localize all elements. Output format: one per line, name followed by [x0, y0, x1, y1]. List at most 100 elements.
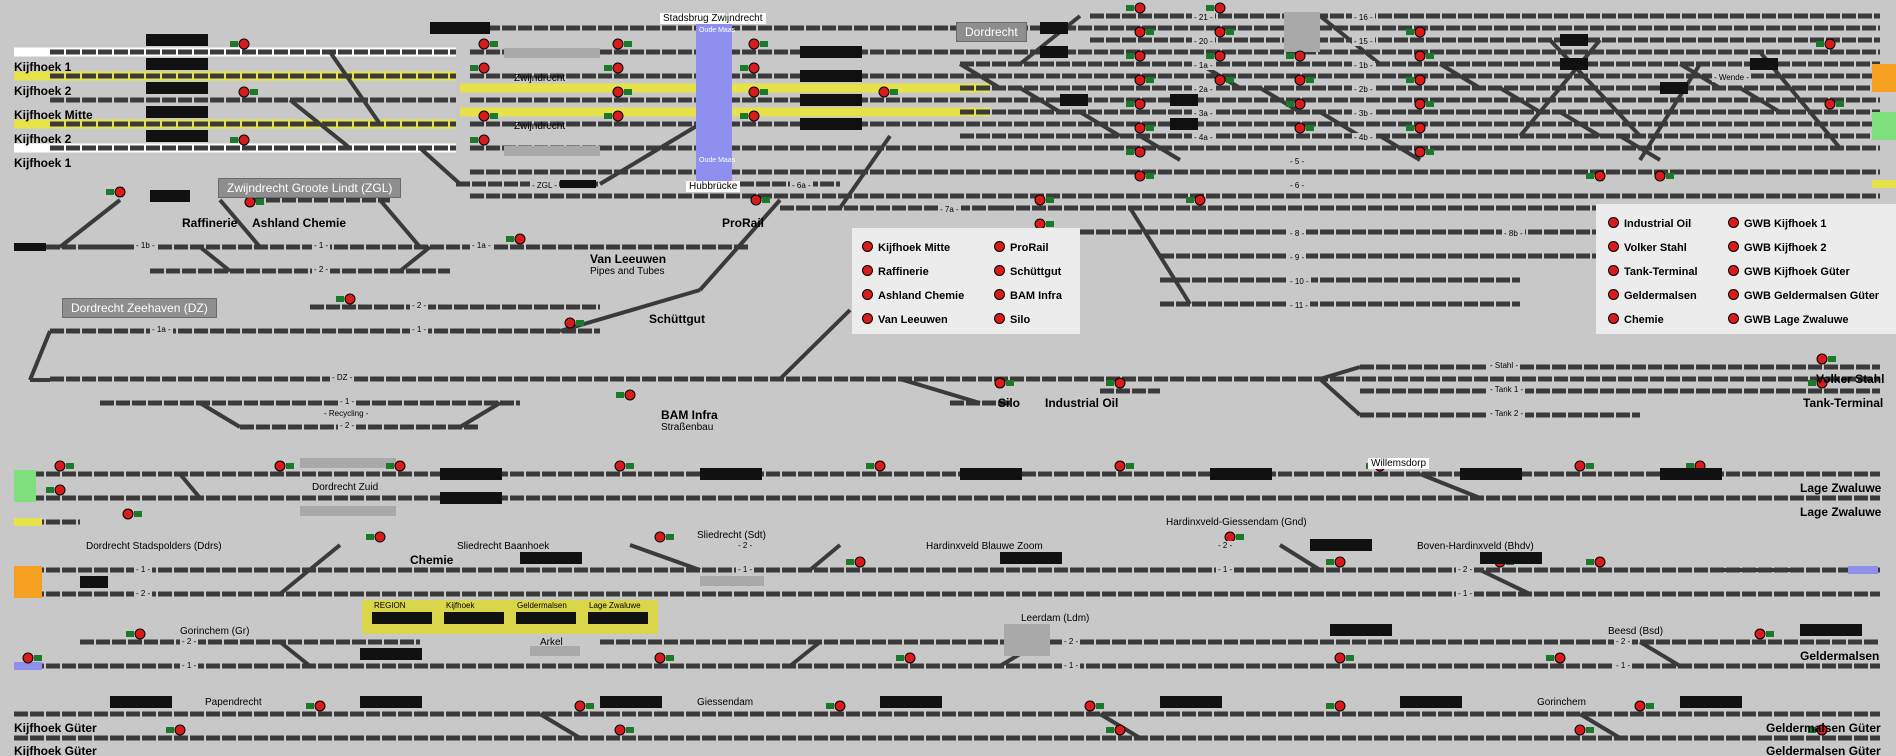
- signal-icon[interactable]: [478, 110, 498, 122]
- signal-icon[interactable]: [866, 460, 886, 472]
- dest-kijfhoek-1[interactable]: Kijfhoek 1: [14, 60, 72, 74]
- signal-icon[interactable]: [1294, 122, 1314, 134]
- signal-icon[interactable]: [1574, 724, 1594, 736]
- signal-icon[interactable]: [654, 531, 674, 543]
- legend-item[interactable]: Tank-Terminal: [1608, 265, 1698, 278]
- dest-chemie[interactable]: Chemie: [410, 553, 454, 567]
- signal-icon[interactable]: [1034, 194, 1054, 206]
- signal-icon[interactable]: [604, 62, 624, 74]
- signal-icon[interactable]: [1106, 724, 1126, 736]
- legend-item[interactable]: Industrial Oil: [1608, 217, 1691, 230]
- legend-item[interactable]: GWB Geldermalsen Güter: [1728, 289, 1879, 302]
- signal-icon[interactable]: [1134, 170, 1154, 182]
- signal-icon[interactable]: [230, 134, 250, 146]
- signal-icon[interactable]: [336, 293, 356, 305]
- signal-icon[interactable]: [994, 377, 1014, 389]
- signal-icon[interactable]: [1114, 460, 1134, 472]
- signal-icon[interactable]: [654, 652, 674, 664]
- signal-icon[interactable]: [740, 62, 760, 74]
- signal-icon[interactable]: [748, 38, 768, 50]
- legend-item[interactable]: Silo: [994, 313, 1030, 326]
- signal-icon[interactable]: [1334, 652, 1354, 664]
- signal-icon[interactable]: [826, 700, 846, 712]
- signal-icon[interactable]: [386, 460, 406, 472]
- signal-icon[interactable]: [366, 531, 386, 543]
- dest-industrial-oil[interactable]: Industrial Oil: [1045, 396, 1119, 410]
- signal-icon[interactable]: [1406, 26, 1426, 38]
- legend-item[interactable]: Van Leeuwen: [862, 313, 948, 326]
- legend-item[interactable]: Ashland Chemie: [862, 289, 964, 302]
- signal-icon[interactable]: [1586, 170, 1606, 182]
- signal-icon[interactable]: [274, 460, 294, 472]
- dest-kijfhoek-1b[interactable]: Kijfhoek 1: [14, 156, 72, 170]
- signal-icon[interactable]: [748, 86, 768, 98]
- signal-icon[interactable]: [470, 134, 490, 146]
- signal-icon[interactable]: [1414, 146, 1434, 158]
- legend-item[interactable]: Volker Stahl: [1608, 241, 1687, 254]
- legend-item[interactable]: Schüttgut: [994, 265, 1061, 278]
- signal-icon[interactable]: [616, 389, 636, 401]
- signal-icon[interactable]: [1214, 74, 1234, 86]
- dest-van-leeuwen[interactable]: Van Leeuwen: [590, 252, 667, 266]
- signal-icon[interactable]: [1546, 652, 1566, 664]
- signal-icon[interactable]: [1134, 26, 1154, 38]
- dest-schuttgut[interactable]: Schüttgut: [649, 312, 705, 326]
- signal-icon[interactable]: [604, 110, 624, 122]
- legend-item[interactable]: BAM Infra: [994, 289, 1062, 302]
- signal-icon[interactable]: [1634, 700, 1654, 712]
- dest-geldermalsen-guter-1[interactable]: Geldermalsen Güter: [1766, 721, 1881, 735]
- signal-icon[interactable]: [1286, 98, 1306, 110]
- legend-item[interactable]: GWB Kijfhoek 2: [1728, 241, 1827, 254]
- signal-icon[interactable]: [126, 628, 146, 640]
- signal-icon[interactable]: [1214, 26, 1234, 38]
- signal-icon[interactable]: [614, 724, 634, 736]
- signal-icon[interactable]: [506, 233, 526, 245]
- dest-kijfhoek-guter-1[interactable]: Kijfhoek Güter: [14, 721, 97, 735]
- signal-icon[interactable]: [1126, 2, 1146, 14]
- dest-bam-infra[interactable]: BAM Infra: [661, 408, 718, 422]
- dest-lage-zwaluwe-2[interactable]: Lage Zwaluwe: [1800, 505, 1882, 519]
- signal-icon[interactable]: [1808, 724, 1828, 736]
- signal-icon[interactable]: [1326, 700, 1346, 712]
- signal-icon[interactable]: [612, 38, 632, 50]
- dest-lage-zwaluwe-1[interactable]: Lage Zwaluwe: [1800, 481, 1882, 495]
- signal-icon[interactable]: [1586, 556, 1606, 568]
- legend-item[interactable]: ProRail: [994, 241, 1049, 254]
- signal-icon[interactable]: [1414, 98, 1434, 110]
- signal-icon[interactable]: [1106, 377, 1126, 389]
- signal-icon[interactable]: [1206, 50, 1226, 62]
- dest-ashland[interactable]: Ashland Chemie: [252, 216, 347, 230]
- signal-icon[interactable]: [470, 62, 490, 74]
- dest-geldermalsen[interactable]: Geldermalsen: [1800, 649, 1880, 663]
- dest-geldermalsen-guter-2[interactable]: Geldermalsen Güter: [1766, 744, 1881, 756]
- dest-raffinerie[interactable]: Raffinerie: [182, 216, 238, 230]
- signal-icon[interactable]: [612, 86, 632, 98]
- dest-kijfhoek-guter-2[interactable]: Kijfhoek Güter: [14, 744, 97, 756]
- signal-icon[interactable]: [750, 194, 770, 206]
- signal-icon[interactable]: [574, 700, 594, 712]
- signal-icon[interactable]: [1406, 122, 1426, 134]
- dest-volker-stahl[interactable]: Volker Stahl: [1816, 372, 1885, 386]
- signal-icon[interactable]: [896, 652, 916, 664]
- dest-prorail[interactable]: ProRail: [722, 216, 765, 230]
- signal-icon[interactable]: [1824, 98, 1844, 110]
- signal-icon[interactable]: [1574, 460, 1594, 472]
- signal-icon[interactable]: [1294, 74, 1314, 86]
- signal-icon[interactable]: [564, 317, 584, 329]
- signal-icon[interactable]: [1224, 531, 1244, 543]
- dest-silo[interactable]: Silo: [998, 396, 1021, 410]
- legend-item[interactable]: GWB Kijfhoek 1: [1728, 217, 1827, 230]
- legend-item[interactable]: Chemie: [1608, 313, 1664, 326]
- signal-icon[interactable]: [306, 700, 326, 712]
- signal-icon[interactable]: [106, 186, 126, 198]
- signal-icon[interactable]: [22, 652, 42, 664]
- signal-icon[interactable]: [1406, 74, 1426, 86]
- signal-icon[interactable]: [1206, 2, 1226, 14]
- signal-icon[interactable]: [740, 110, 760, 122]
- signal-icon[interactable]: [244, 196, 264, 208]
- signal-icon[interactable]: [614, 460, 634, 472]
- signal-icon[interactable]: [1816, 353, 1836, 365]
- signal-icon[interactable]: [1134, 74, 1154, 86]
- signal-icon[interactable]: [878, 86, 898, 98]
- signal-icon[interactable]: [1126, 50, 1146, 62]
